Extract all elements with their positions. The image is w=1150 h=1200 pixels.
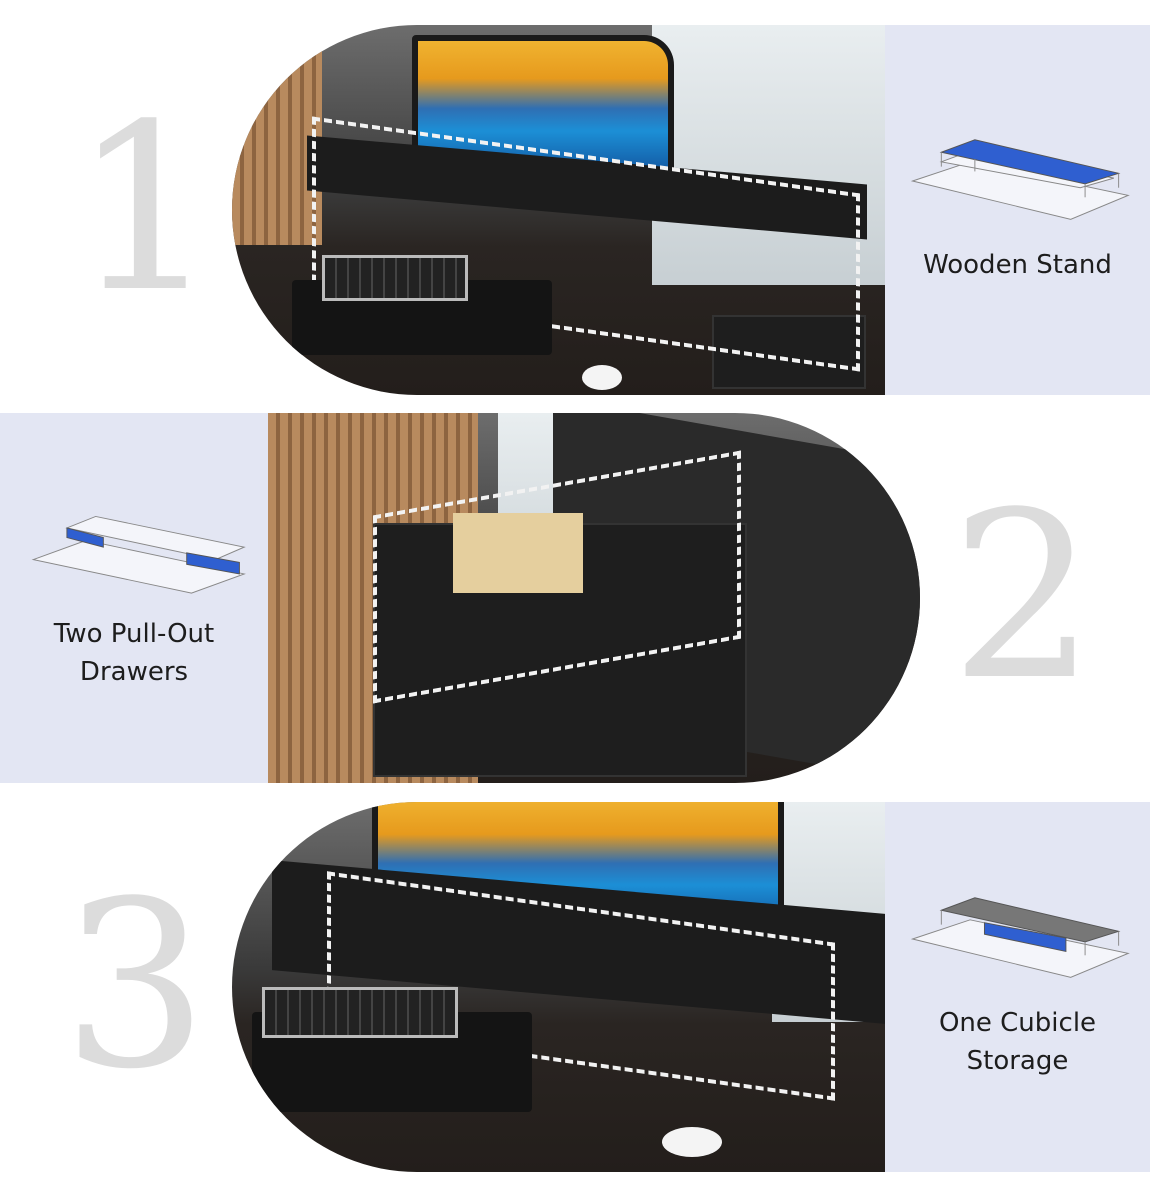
feature-label-line: Storage (966, 1046, 1069, 1076)
stand-drawers-highlight-icon (31, 515, 246, 594)
feature-number: 1 (72, 76, 219, 343)
feature-label-line: Two Pull-Out (53, 619, 215, 649)
feature-number: 3 (62, 853, 209, 1120)
feature-label-line: Drawers (79, 657, 189, 687)
feature-label: Two Pull-Out Drawers (54, 615, 214, 691)
feature-label: One Cubicle Storage (939, 1004, 1096, 1080)
feature-label: Wooden Stand (923, 250, 1112, 280)
feature-panel: Wooden Stand (885, 25, 1150, 395)
feature-panel: Two Pull-Out Drawers (0, 413, 268, 783)
feature-panel: One Cubicle Storage (885, 802, 1150, 1172)
product-photo-wooden-stand (232, 25, 885, 395)
stand-top-highlight-icon (910, 139, 1130, 220)
feature-row-3: 3 One Cubicle Storage (0, 802, 1150, 1172)
feature-row-2: Two Pull-Out Drawers 2 (0, 413, 1150, 783)
product-photo-drawers (268, 413, 920, 783)
feature-number: 2 (950, 464, 1097, 731)
feature-row-1: 1 Wooden Stand (0, 25, 1150, 395)
feature-label-line: One Cubicle (938, 1008, 1097, 1038)
stand-cubicle-highlight-icon (910, 897, 1130, 978)
product-photo-cubicle (232, 802, 885, 1172)
